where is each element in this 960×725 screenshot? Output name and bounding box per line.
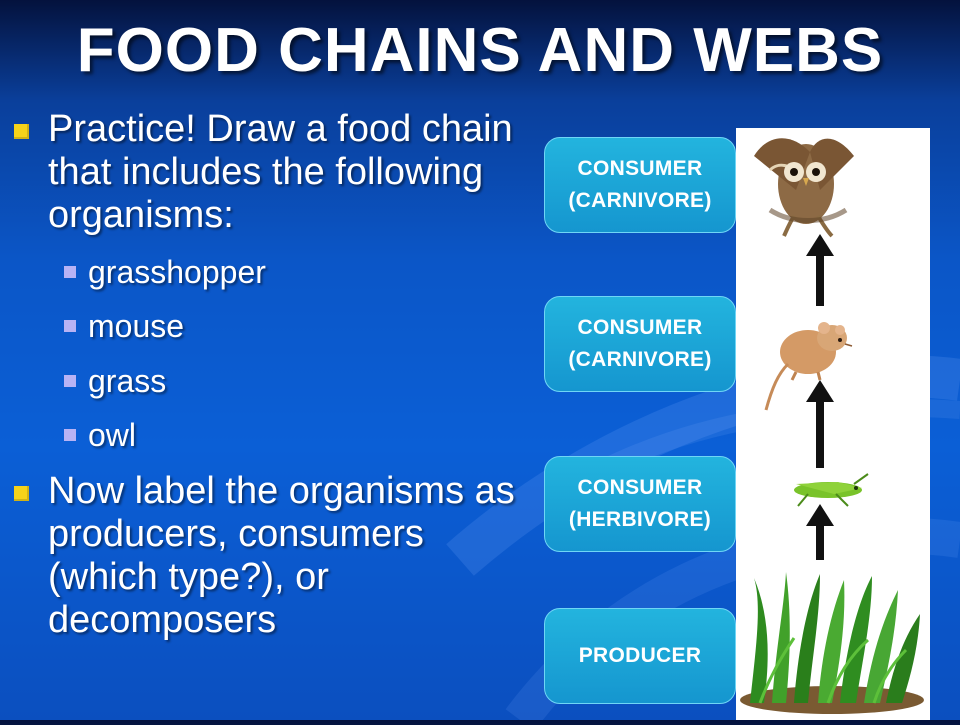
organism-list: grasshopper mouse grass owl [14,253,539,455]
label-box-owl: CONSUMER (CARNIVORE) [544,137,736,233]
list-item: owl [14,416,539,454]
arrow-up-icon [806,380,834,468]
list-item: grass [14,362,539,400]
bullet-square-icon [14,124,29,139]
food-chain-panel [736,128,930,720]
bullet-label-task-text: Now label the organisms as producers, co… [48,470,515,641]
food-chain-illustration [736,128,930,720]
slide-title: FOOD CHAINS AND WEBS [0,20,960,82]
bullet-practice: Practice! Draw a food chain that include… [14,108,539,237]
mouse-icon [766,322,852,410]
bullet-square-icon [14,486,29,501]
bullet-practice-text: Practice! Draw a food chain that include… [48,108,513,236]
label-box-grass: PRODUCER [544,608,736,704]
owl-icon [754,138,854,236]
arrow-up-icon [806,234,834,306]
bullet-square-icon [64,320,76,332]
list-item: grasshopper [14,253,539,291]
bullet-square-icon [64,375,76,387]
grasshopper-icon [794,474,868,506]
bullet-square-icon [64,266,76,278]
bullet-square-icon [64,429,76,441]
label-box-mouse: CONSUMER (CARNIVORE) [544,296,736,392]
arrow-up-icon [806,504,834,560]
list-item: mouse [14,307,539,345]
label-box-grasshopper: CONSUMER (HERBIVORE) [544,456,736,552]
bullet-label-task: Now label the organisms as producers, co… [14,470,539,642]
slide-content: Practice! Draw a food chain that include… [14,108,539,642]
grass-icon [740,572,924,714]
